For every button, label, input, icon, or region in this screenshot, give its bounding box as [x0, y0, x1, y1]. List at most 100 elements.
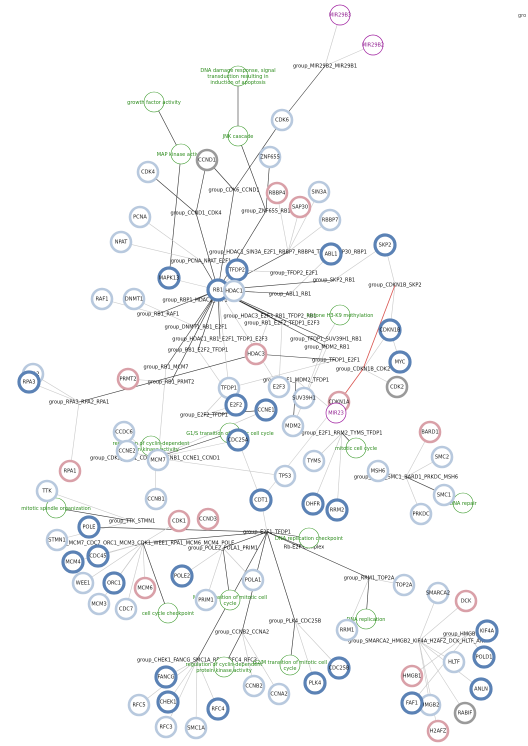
process-node-p_mapk[interactable]: MAP kinase activity: [157, 143, 206, 165]
gene-node-faf1[interactable]: FAF1: [400, 691, 424, 715]
gene-node-sin3a[interactable]: SIN3A: [307, 180, 331, 204]
gene-node-cdk1[interactable]: CDK1: [167, 509, 191, 533]
process-node-p_growth[interactable]: growth factor activity: [127, 91, 181, 113]
gene-node-dnmt1[interactable]: DNMT1: [122, 287, 146, 311]
gene-node-prmt2[interactable]: PRMT2: [116, 367, 140, 391]
gene-node-suv39h1[interactable]: SUV39H1: [292, 386, 316, 410]
gene-node-hdac1[interactable]: HDAC1: [222, 279, 246, 303]
gene-node-ccnb2[interactable]: CCNB2: [242, 674, 266, 698]
gene-node-ccdc6[interactable]: CCDC6: [112, 420, 136, 444]
gene-node-kif4a[interactable]: KIF4A: [475, 619, 499, 643]
gene-node-cdk6[interactable]: CDK6: [270, 108, 294, 132]
gene-node-bard1[interactable]: BARD1: [418, 420, 442, 444]
gene-node-cdk2[interactable]: CDK2: [385, 375, 409, 399]
gene-node-smc1a[interactable]: SMC1A: [184, 716, 208, 740]
gene-node-plk4[interactable]: PLK4: [303, 671, 327, 695]
process-node-p_dna_damage[interactable]: DNA damage response, signaltransduction …: [200, 65, 276, 87]
gene-node-ccne1[interactable]: CCNE1: [254, 398, 278, 422]
gene-node-anln[interactable]: ANLN: [469, 677, 493, 701]
gene-node-e2f3[interactable]: E2F3: [267, 375, 291, 399]
gene-node-npat[interactable]: NPAT: [109, 230, 133, 254]
gene-node-mdm2[interactable]: MDM2: [281, 414, 305, 438]
gene-node-fancg[interactable]: FANCG: [154, 665, 178, 689]
gene-node-cdc45[interactable]: CDC45: [86, 544, 110, 568]
gene-node-ccnd1[interactable]: CCND1: [195, 148, 219, 172]
gene-node-tfdp2[interactable]: TFDP2: [225, 258, 249, 282]
gene-node-rrm1[interactable]: RRM1: [335, 618, 359, 642]
gene-node-rfc4[interactable]: RFC4: [206, 697, 230, 721]
gene-node-tp53[interactable]: TP53: [273, 464, 297, 488]
gene-node-ccna2[interactable]: CCNA2: [267, 682, 291, 706]
gene-node-rbbp7[interactable]: RBBP7: [318, 208, 342, 232]
gene-node-smc1[interactable]: SMC1: [432, 483, 456, 507]
gene-node-hltf[interactable]: HLTF: [442, 650, 466, 674]
mirna-node-mir23[interactable]: MIR23: [325, 402, 347, 424]
gene-node-rpa3[interactable]: RPA3: [17, 370, 41, 394]
gene-node-mcm7[interactable]: MCM7: [146, 448, 170, 472]
mirna-node-mir29b2[interactable]: MIR29B2: [362, 34, 384, 56]
process-node-p_dna_checkpoint[interactable]: DNA replication checkpoint: [275, 527, 343, 549]
gene-node-prkdc[interactable]: PRKDC: [409, 502, 433, 526]
gene-node-smc2[interactable]: SMC2: [430, 445, 454, 469]
gene-node-rabif[interactable]: RABIF: [453, 701, 477, 725]
gene-node-dhfr[interactable]: DHFR: [301, 492, 325, 516]
gene-node-cdc7[interactable]: CDC7: [114, 597, 138, 621]
mirna-node-mir29b3[interactable]: MIR29B3: [329, 4, 351, 26]
gene-node-rpa1[interactable]: RPA1: [58, 459, 82, 483]
process-node-p_histone[interactable]: histone H3-K9 methylation: [307, 304, 374, 326]
gene-node-tyms[interactable]: TYMS: [302, 449, 326, 473]
process-node-p_dna_rep[interactable]: DNA replication: [347, 608, 386, 630]
gene-node-pole2[interactable]: POLE2: [170, 564, 194, 588]
gene-node-msh6[interactable]: MSH6: [366, 459, 390, 483]
gene-node-orc1[interactable]: ORC1: [102, 571, 126, 595]
gene-node-cdc25b[interactable]: CDC25B: [327, 656, 351, 680]
gene-node-ttk[interactable]: TTK: [35, 479, 59, 503]
gene-node-e2f2[interactable]: E2F2: [224, 393, 248, 417]
gene-node-smarca2[interactable]: SMARCA2: [426, 581, 450, 605]
gene-node-raf1[interactable]: RAF1: [90, 287, 114, 311]
process-node-p_mitotic[interactable]: mitotic cell cycle: [335, 437, 377, 459]
gene-node-myc[interactable]: MYC: [388, 350, 412, 374]
gene-node-hmgb1[interactable]: HMGB1: [400, 664, 424, 688]
gene-node-pole[interactable]: POLE: [77, 515, 101, 539]
gene-node-ccnd3[interactable]: CCND3: [196, 507, 220, 531]
gene-node-mcm6[interactable]: MCM6: [133, 576, 157, 600]
gene-node-pcna[interactable]: PCNA: [128, 205, 152, 229]
gene-label: CCNA2: [270, 692, 287, 698]
gene-node-dck[interactable]: DCK: [454, 589, 478, 613]
gene-node-cdc25a[interactable]: CDC25A: [226, 428, 250, 452]
gene-node-mapk13[interactable]: MAPK13: [157, 266, 181, 290]
gene-node-rfc3[interactable]: RFC3: [154, 715, 178, 739]
gene-node-skp2[interactable]: SKP2: [373, 233, 397, 257]
gene-node-ccne2[interactable]: CCNE2: [115, 439, 139, 463]
gene-node-ccnb1[interactable]: CCNB1: [144, 487, 168, 511]
gene-node-top2a[interactable]: TOP2A: [392, 573, 416, 597]
gene-node-stmn1[interactable]: STMN1: [45, 528, 69, 552]
gene-node-mcm4[interactable]: MCM4: [61, 550, 85, 574]
gene-node-prim1[interactable]: PRIM1: [194, 588, 218, 612]
gene-node-cdt1[interactable]: CDT1: [249, 488, 273, 512]
gene-node-cdkn1b[interactable]: CDKN1B: [378, 318, 402, 342]
process-node-p_jnk[interactable]: JNK cascade: [222, 125, 254, 147]
gene-ring: [453, 701, 477, 725]
gene-node-rrm2[interactable]: RRM2: [325, 498, 349, 522]
gene-node-sap30[interactable]: SAP30: [288, 195, 312, 219]
gene-node-rfc5[interactable]: RFC5: [127, 693, 151, 717]
gene-node-chek1[interactable]: CHEK1: [156, 690, 180, 714]
gene-node-mcm3[interactable]: MCM3: [87, 592, 111, 616]
gene-node-pold1[interactable]: POLD1: [472, 645, 496, 669]
gene-node-rbbp4[interactable]: RBBP4: [265, 181, 289, 205]
gene-node-pola1[interactable]: POLA1: [241, 568, 265, 592]
gene-node-znf655[interactable]: ZNF655: [258, 145, 282, 169]
gene-node-cdk4[interactable]: CDK4: [136, 160, 160, 184]
gene-node-abl1[interactable]: ABL1: [319, 242, 343, 266]
gene-node-hdac3[interactable]: HDAC3: [244, 342, 268, 366]
gene-node-h2afz[interactable]: H2AFZ: [426, 719, 450, 743]
process-node-p_dna_repair[interactable]: DNA repair: [449, 492, 478, 514]
process-node-p_spindle[interactable]: mitotic spindle organization: [21, 497, 91, 519]
gene-node-wee1[interactable]: WEE1: [71, 571, 95, 595]
process-node-p_cellcycle_cp[interactable]: cell cycle checkpoint: [142, 602, 194, 624]
